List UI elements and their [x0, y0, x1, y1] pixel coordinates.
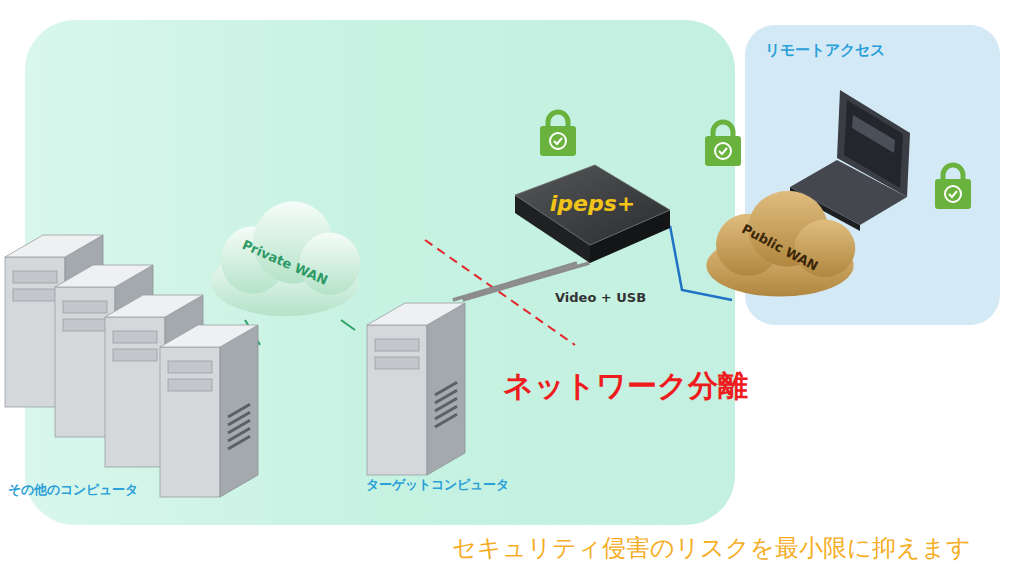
vent-slot [228, 436, 250, 449]
server-front [105, 317, 165, 467]
lock-body [540, 126, 576, 156]
server-group: ターゲットコンピュータ [355, 300, 518, 500]
caption: セキュリティ侵害のリスクを最小限に抑えます [452, 532, 971, 564]
lock-body [705, 136, 741, 166]
drive-bay [375, 339, 419, 351]
vent-slot [435, 414, 457, 427]
server-top [5, 235, 103, 257]
server-label: その他のコンピュータ [8, 481, 138, 499]
lock-icons [540, 112, 741, 166]
server-front [367, 325, 427, 475]
drive-bay [113, 349, 157, 361]
edge-label: Video + USB [553, 290, 648, 305]
lock-check [949, 191, 957, 197]
lock-check [719, 148, 727, 154]
drive-bay [113, 331, 157, 343]
server-label: ターゲットコンピュータ [366, 476, 509, 494]
lock-shackle [943, 165, 963, 181]
server-group: その他のコンピュータ [0, 235, 260, 505]
lock-icon [540, 112, 576, 156]
drive-bay [375, 357, 419, 369]
screen-window [852, 115, 895, 153]
drive-bay [63, 301, 107, 313]
drive-bay [63, 319, 107, 331]
lock-icon [935, 165, 971, 209]
wan-cloud: Public WAN [700, 185, 860, 300]
drive-bay [168, 361, 212, 373]
wan-cloud: Private WAN [205, 195, 365, 320]
device-top [515, 165, 670, 245]
server-side [220, 325, 258, 497]
lock-icon [705, 122, 741, 166]
kvm-device: ipeps+ [515, 165, 670, 263]
server-top [55, 265, 153, 287]
network-zone [25, 20, 735, 525]
server-group-shape [0, 235, 260, 505]
cloud-shape [706, 191, 855, 297]
server-top [160, 325, 258, 347]
isolation-label: ネットワーク分離 [503, 366, 748, 407]
zone-label: リモートアクセス [765, 41, 980, 60]
server-top [367, 303, 465, 325]
server-group-shape [355, 300, 518, 500]
server [367, 303, 465, 475]
cloud-shape [211, 201, 360, 316]
lock-check [554, 138, 562, 144]
connector [341, 320, 355, 330]
lock-body [935, 179, 971, 209]
lock-ring [550, 133, 566, 149]
cloud-lobe [299, 233, 360, 296]
server [160, 325, 258, 497]
server-top [105, 295, 203, 317]
lock-ring [715, 143, 731, 159]
drive-bay [13, 289, 57, 301]
server-side [427, 303, 465, 475]
drive-bay [168, 379, 212, 391]
lock-ring [945, 186, 961, 202]
drive-bay [13, 271, 57, 283]
lock-shackle [713, 122, 733, 138]
server-front [160, 347, 220, 497]
lock-shackle [548, 112, 568, 128]
device-logo: ipeps+ [550, 191, 636, 216]
